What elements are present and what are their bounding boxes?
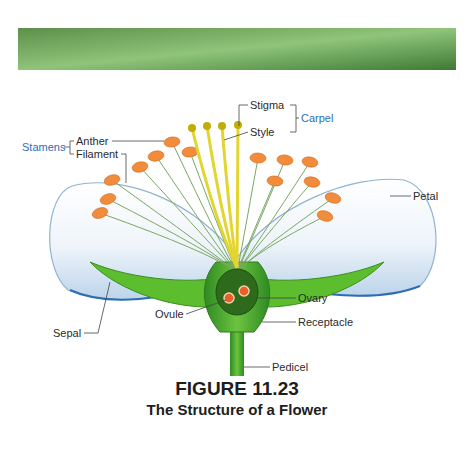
photo-banner (18, 28, 456, 70)
stamens-label: Stamens (22, 140, 65, 154)
stamen-group (91, 136, 342, 272)
filament-line (237, 216, 325, 272)
sepal-label: Sepal (53, 326, 81, 340)
anther-shape (316, 209, 334, 223)
ovary-shape (216, 269, 258, 315)
ovule-dot (239, 286, 249, 296)
stigma-head (234, 121, 242, 129)
style-line (237, 125, 238, 268)
stigma-head (188, 124, 196, 132)
filament-line (237, 158, 258, 272)
leader-lines (64, 105, 411, 367)
anther-shape (91, 206, 109, 221)
anther-shape (250, 153, 267, 164)
anther-shape (266, 175, 283, 187)
anther-shape (303, 175, 321, 188)
anther-shape (131, 160, 149, 173)
anther-shape (103, 173, 121, 187)
figure-number: FIGURE 11.23 (0, 378, 474, 400)
filament-line (172, 142, 237, 272)
style-line (207, 126, 237, 268)
anther-shape (163, 136, 180, 148)
filament-line (237, 198, 333, 272)
stigma-head (218, 122, 226, 130)
filament-line (140, 167, 237, 272)
anther-shape (276, 154, 293, 166)
style-label: Style (250, 125, 274, 139)
anther-shape (99, 192, 117, 206)
ovary-label: Ovary (298, 291, 327, 305)
figure-title: The Structure of a Flower (0, 401, 474, 418)
filament-line (237, 182, 312, 272)
petal-label: Petal (413, 189, 438, 203)
filament-line (237, 160, 285, 272)
stigma-head (203, 122, 211, 130)
anther-shape (324, 191, 342, 205)
ovule-dot (224, 293, 234, 303)
carpel-group (188, 121, 242, 268)
anther-label: Anther (76, 134, 108, 148)
filament-label: Filament (76, 147, 118, 161)
receptacle-shape (204, 262, 269, 332)
carpel-label: Carpel (301, 111, 333, 125)
pedicel-label: Pedicel (272, 360, 308, 374)
anther-shape (301, 156, 319, 169)
ovule-label: Ovule (155, 307, 184, 321)
style-line (222, 126, 237, 268)
stigma-label: Stigma (250, 98, 284, 112)
filament-line (237, 181, 275, 272)
anther-shape (147, 150, 165, 163)
filament-line (237, 162, 310, 272)
receptacle-label: Receptacle (298, 315, 353, 329)
